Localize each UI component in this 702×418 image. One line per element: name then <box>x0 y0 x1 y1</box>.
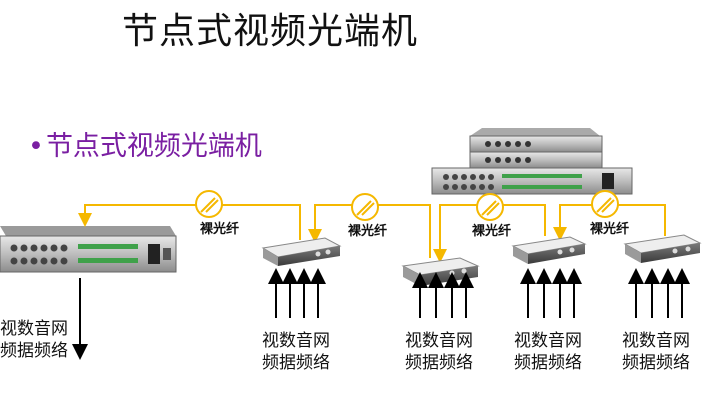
page-title: 节点式视频光端机 <box>122 11 419 52</box>
signal-label-line2: 频据频络 <box>622 353 690 373</box>
signal-label-line2: 频据频络 <box>262 353 330 373</box>
subtitle: •节点式视频光端机 <box>28 124 262 163</box>
signal-label-line1: 视数音网 <box>514 331 582 351</box>
signal-arrows <box>72 268 690 360</box>
signal-label-node3: 视数音网 频据频络 <box>514 330 582 374</box>
node-box-4 <box>623 234 702 263</box>
bullet-dot: • <box>28 131 44 162</box>
fiber-label-1: 裸光纤 <box>200 222 240 237</box>
fiber-symbol-3 <box>476 193 504 221</box>
signal-label-line2: 频据频络 <box>405 353 473 373</box>
node-box-1 <box>261 237 342 266</box>
signal-label-line1: 视数音网 <box>0 319 68 339</box>
signal-label-node1: 视数音网 频据频络 <box>262 330 330 374</box>
signal-label-line1: 视数音网 <box>262 331 330 351</box>
signal-label-line2: 频据频络 <box>0 341 68 361</box>
signal-label-line1: 视数音网 <box>405 331 473 351</box>
signal-label-node2: 视数音网 频据频络 <box>405 330 473 374</box>
fiber-label-3: 裸光纤 <box>472 224 512 239</box>
signal-label-line2: 频据频络 <box>514 353 582 373</box>
fiber-label-4: 裸光纤 <box>590 222 630 237</box>
subtitle-text: 节点式视频光端机 <box>45 131 262 162</box>
rack-unit-center <box>431 128 633 195</box>
node-box-3 <box>511 236 587 264</box>
signal-label-node4: 视数音网 频据频络 <box>622 330 690 374</box>
fiber-symbol-4 <box>591 190 619 218</box>
signal-label-line1: 视数音网 <box>622 331 690 351</box>
fiber-label-2: 裸光纤 <box>348 224 388 239</box>
signal-label-left: 视数音网 频据频络 <box>0 318 68 362</box>
fiber-symbol-2 <box>351 193 379 221</box>
fiber-symbol-1 <box>195 190 223 218</box>
rack-unit-left <box>0 226 177 273</box>
